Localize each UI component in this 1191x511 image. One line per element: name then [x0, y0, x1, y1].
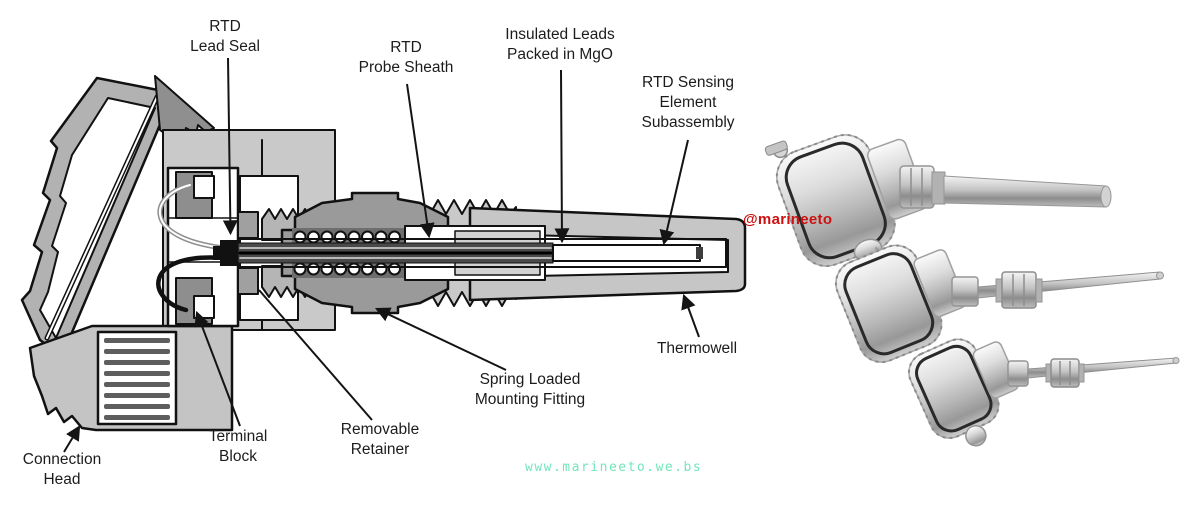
conduit-fins [96, 330, 178, 426]
label-insulated-leads: Insulated Leads Packed in MgO [505, 26, 615, 63]
connection-head-section [20, 75, 747, 432]
label-rtd-lead-seal: RTD Lead Seal [190, 18, 260, 55]
product-photo-1 [764, 133, 1112, 267]
product-photo-2 [834, 238, 1164, 364]
label-connection-head: Connection Head [22, 451, 102, 488]
probe-assembly [213, 238, 727, 268]
label-thermowell: Thermowell [656, 340, 738, 357]
label-spring-loaded-fitting: Spring Loaded Mounting Fitting [474, 371, 586, 408]
lead-seal-part [220, 240, 238, 266]
product-photo-3 [907, 338, 1180, 447]
label-removable-retainer: Removable Retainer [340, 421, 420, 458]
label-rtd-sensing-element: RTD Sensing Element Subassembly [641, 74, 735, 131]
sensing-element-part [552, 244, 701, 262]
head-cover-inner [39, 97, 156, 339]
watermark-website: www.marineeto.we.bs [525, 460, 703, 475]
label-terminal-block: Terminal Block [208, 428, 268, 465]
lead-wire-dark [156, 255, 227, 313]
leader-lines [63, 57, 700, 453]
watermark-handle: @marineeto [743, 211, 833, 228]
label-rtd-probe-sheath: RTD Probe Sheath [358, 39, 454, 76]
